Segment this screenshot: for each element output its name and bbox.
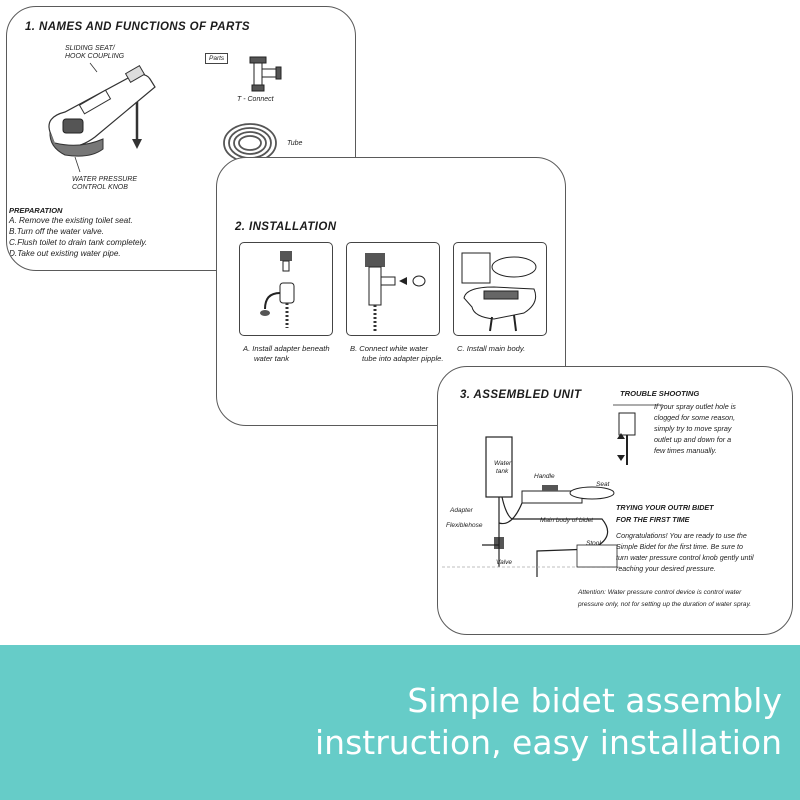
trying-heading-2: FOR THE FIRST TIME xyxy=(616,515,690,524)
label-seat: Seat xyxy=(596,481,610,488)
trouble-line: clogged for some reason, xyxy=(654,413,736,422)
trouble-line: If your spray outlet hole is xyxy=(654,402,736,411)
attention-line: Attention: Water pressure control device… xyxy=(578,589,742,596)
caption-line-2: instruction, easy installation xyxy=(315,723,782,762)
label-stool: Stool xyxy=(586,540,601,547)
prep-step: B.Turn off the water valve. xyxy=(9,227,104,236)
label-t-connect: T - Connect xyxy=(237,96,274,103)
spray-outlet-icon xyxy=(613,404,663,465)
install-step-b-illustration xyxy=(346,242,440,336)
caption-line-1: Simple bidet assembly xyxy=(407,681,782,720)
trying-heading-1: TRYING YOUR OUTRI BIDET xyxy=(616,503,714,512)
trouble-shooting-heading: TROUBLE SHOOTING xyxy=(620,389,700,398)
label-tank: tank xyxy=(496,468,509,475)
label-control-knob: CONTROL KNOB xyxy=(72,184,128,191)
label-valve: Valve xyxy=(496,559,513,566)
caption-banner: Simple bidet assembly instruction, easy … xyxy=(0,645,800,800)
toilet-main-body-icon xyxy=(461,252,537,332)
install-step-b-line2: tube into adapter pipple. xyxy=(362,354,444,363)
prep-step: C.Flush toilet to drain tank completely. xyxy=(9,238,148,247)
install-step-a-illustration xyxy=(239,242,333,336)
trouble-line: outlet up and down for a xyxy=(654,435,732,444)
label-flexiblehose: Flexiblehose xyxy=(446,522,483,529)
label-handle: Handle xyxy=(534,473,555,480)
install-step-a-line1: A. Install adapter beneath xyxy=(243,344,330,353)
install-step-b-line1: B. Connect white water xyxy=(350,344,429,353)
bidet-parts-illustration xyxy=(48,62,156,173)
congrats-line: Simple Bidet for the first time. Be sure… xyxy=(616,543,743,551)
label-water-pressure: WATER PRESSURE xyxy=(72,176,138,183)
adapter-icon xyxy=(260,251,295,328)
label-water: Water xyxy=(494,460,512,467)
parts-tag: Parts xyxy=(205,53,229,64)
install-step-a-line2: water tank xyxy=(254,354,290,363)
t-connect-icon xyxy=(249,56,282,92)
tube-coil-icon xyxy=(223,123,277,163)
congrats-line: Congratulations! You are ready to use th… xyxy=(616,532,747,540)
congrats-line: reaching your desired pressure. xyxy=(616,565,716,573)
assembled-unit-diagram xyxy=(442,436,622,577)
trouble-line: simply try to move spray xyxy=(654,424,732,433)
label-main-body: Main body of bidet xyxy=(540,517,594,524)
label-sliding-seat: SLIDING SEAT/ xyxy=(65,45,115,52)
install-step-c-illustration xyxy=(453,242,547,336)
names-functions-card: 1. NAMES AND FUNCTIONS OF PARTS SLIDING … xyxy=(6,6,356,271)
label-tube: Tube xyxy=(287,140,303,147)
trouble-line: few times manually. xyxy=(654,446,717,455)
label-hook-coupling: HOOK COUPLING xyxy=(65,53,125,60)
names-functions-title: 1. NAMES AND FUNCTIONS OF PARTS xyxy=(25,21,250,33)
prep-step: D.Take out existing water pipe. xyxy=(9,249,121,258)
prep-step: A. Remove the existing toilet seat. xyxy=(9,216,133,225)
install-step-c-line1: C. Install main body. xyxy=(457,344,526,353)
congrats-line: turn water pressure control knob gently … xyxy=(616,554,754,562)
attention-line: pressure only, not for setting up the du… xyxy=(578,601,752,608)
label-adapter: Adapter xyxy=(450,507,473,514)
installation-title: 2. INSTALLATION xyxy=(235,221,337,233)
preparation-heading: PREPARATION xyxy=(9,206,63,215)
caption-text: Simple bidet assembly instruction, easy … xyxy=(315,680,782,764)
assembled-unit-title: 3. ASSEMBLED UNIT xyxy=(460,389,582,401)
assembled-unit-card: 3. ASSEMBLED UNIT Water tank Handle Seat… xyxy=(437,366,793,635)
water-tube-icon xyxy=(365,253,426,333)
